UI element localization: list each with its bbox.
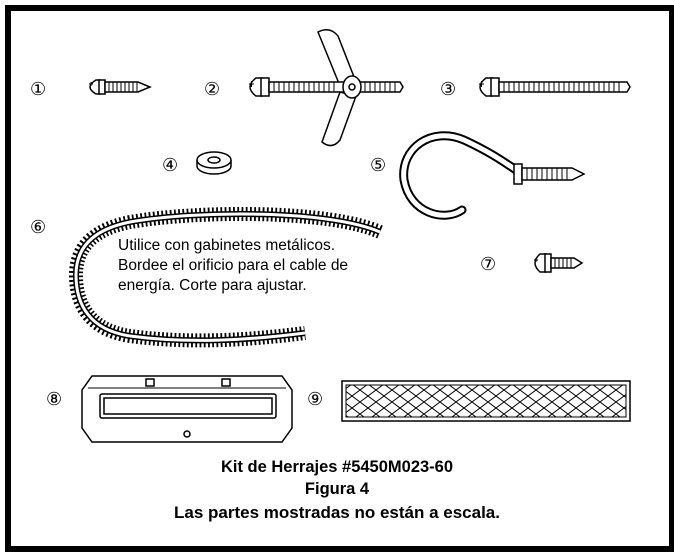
filter-mesh-icon — [341, 380, 631, 422]
part-2-number: ② — [204, 79, 220, 99]
part-4-number: ④ — [162, 155, 178, 175]
part-5-number: ⑤ — [370, 155, 386, 175]
part-7-number: ⑦ — [480, 254, 496, 274]
washer-icon — [196, 151, 232, 175]
part-1-number: ① — [30, 79, 46, 99]
small-screw-icon — [534, 253, 584, 273]
part-6-number: ⑥ — [30, 217, 46, 237]
kit-title: Kit de Herrajes #5450M023-60 — [220, 458, 454, 476]
scale-note: Las partes mostradas no están a escala. — [174, 503, 500, 522]
diagram-frame — [5, 5, 674, 552]
hook-screw-icon — [399, 131, 586, 220]
edge-grommet-strip-icon — [68, 206, 383, 348]
short-screw-icon — [89, 79, 152, 95]
part-3-number: ③ — [440, 79, 456, 99]
part-9-number: ⑨ — [307, 389, 323, 409]
cover-plate-icon — [81, 375, 293, 443]
part-8-number: ⑧ — [46, 389, 62, 409]
note-line-2: Bordee el orificio para el cable de — [118, 257, 349, 274]
grommet-instruction-note: Utilice con gabinetes metálicos. Bordee … — [118, 236, 388, 296]
long-screw-icon — [479, 77, 631, 97]
figure-label: Figura 4 — [304, 480, 370, 498]
toggle-bolt-icon — [249, 29, 404, 147]
note-line-1: Utilice con gabinetes metálicos. — [118, 237, 336, 254]
note-line-3: energía. Corte para ajustar. — [118, 277, 307, 294]
